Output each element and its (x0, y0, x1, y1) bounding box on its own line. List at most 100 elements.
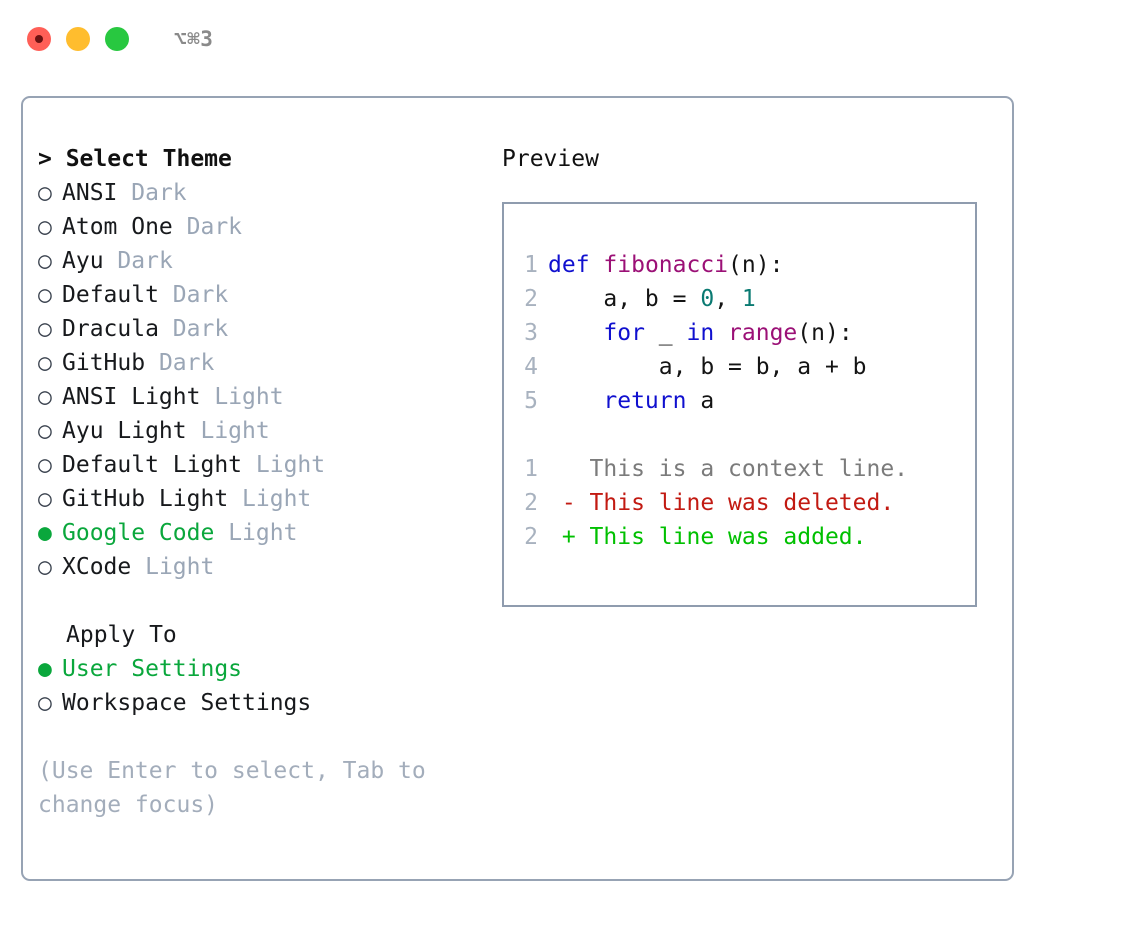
code-token-fn: fibonacci (603, 252, 729, 278)
theme-option-ansi-light[interactable]: ○ ANSI Light Light (38, 380, 508, 414)
radio-unselected-icon: ○ (38, 418, 52, 444)
line-number: 3 (524, 320, 538, 346)
code-line-text: for _ in range(n): (548, 316, 853, 350)
apply-to-option-name: User Settings (62, 656, 243, 682)
code-line-text: a, b = 0, 1 (548, 282, 756, 316)
spacer (159, 312, 173, 346)
main-panel: > Select Theme ○ANSI Dark○Atom One Dark○… (21, 96, 1014, 881)
code-token-kw: in (686, 320, 715, 346)
line-number: 2 (524, 490, 538, 516)
theme-option-name: Google Code (62, 520, 215, 546)
code-token-pl: (n): (797, 320, 853, 346)
preview-header: Preview (502, 146, 599, 172)
radio-unselected-icon: ○ (38, 384, 52, 410)
line-number: 1 (524, 456, 538, 482)
diff-sign: - (548, 490, 590, 516)
code-line: 2 a, b = 0, 1 (504, 282, 975, 316)
theme-option-default-light[interactable]: ○Default Light Light (38, 448, 508, 482)
diff-block: 1 This is a context line. 2 - This line w… (504, 452, 975, 554)
theme-option-name: ANSI (62, 180, 118, 206)
theme-option-name: GitHub (62, 350, 146, 376)
radio-unselected-icon: ○ (38, 316, 52, 342)
diff-line-text: This line was deleted. (589, 490, 895, 516)
spacer (104, 244, 118, 278)
line-number: 2 (524, 524, 538, 550)
code-line: 5 return a (504, 384, 975, 418)
radio-unselected-icon: ○ (38, 282, 52, 308)
radio-unselected-icon: ○ (38, 486, 52, 512)
theme-option-github-light[interactable]: ○GitHub Light Light (38, 482, 508, 516)
code-diff-separator (504, 418, 975, 452)
apply-to-option-workspace-settings[interactable]: ○Workspace Settings (38, 686, 508, 720)
apply-to-header: Apply To (66, 622, 177, 648)
line-number: 5 (524, 388, 538, 414)
radio-unselected-icon: ○ (38, 554, 52, 580)
theme-selector-column: > Select Theme ○ANSI Dark○Atom One Dark○… (38, 142, 508, 822)
theme-option-name: Dracula (62, 316, 159, 342)
code-token-pl (548, 320, 603, 346)
theme-option-default[interactable]: ○ Default Dark (38, 278, 508, 312)
code-token-pl: a (686, 388, 715, 414)
theme-option-name: Default (62, 282, 159, 308)
window-titlebar: ⌥⌘3 (0, 0, 1140, 78)
theme-option-tag: Dark (158, 350, 215, 376)
radio-selected-icon: ● (38, 656, 52, 682)
theme-option-tag: Dark (172, 282, 229, 308)
radio-selected-icon: ● (38, 520, 52, 546)
code-line: 3 for _ in range(n): (504, 316, 975, 350)
list-spacer (38, 584, 508, 618)
theme-option-dracula[interactable]: ○ Dracula Dark (38, 312, 508, 346)
spacer (187, 414, 201, 448)
theme-option-name: ANSI Light (62, 384, 201, 410)
spacer (173, 210, 187, 244)
diff-sign: + (548, 524, 590, 550)
code-token-kw: def (548, 252, 590, 278)
radio-unselected-icon: ○ (38, 690, 52, 716)
code-token-num: 1 (741, 286, 756, 312)
theme-option-tag: Light (200, 418, 270, 444)
apply-to-option-user-settings[interactable]: ● User Settings (38, 652, 508, 686)
theme-option-ayu-light[interactable]: ○Ayu Light Light (38, 414, 508, 448)
code-token-pl: , (714, 286, 742, 312)
spacer (242, 448, 256, 482)
close-dot-icon[interactable] (27, 27, 51, 51)
spacer (131, 550, 145, 584)
theme-option-tag: Light (214, 384, 284, 410)
diff-line-add: 2 + This line was added. (504, 520, 975, 554)
radio-unselected-icon: ○ (38, 248, 52, 274)
line-number: 4 (524, 354, 538, 380)
theme-option-ayu[interactable]: ○Ayu Dark (38, 244, 508, 278)
spacer (200, 380, 214, 414)
code-line-text: def fibonacci(n): (548, 248, 783, 282)
theme-option-tag: Light (145, 554, 215, 580)
window-shortcut-label: ⌥⌘3 (174, 27, 214, 51)
keyboard-hint-text: (Use Enter to select, Tab to change focu… (38, 758, 426, 818)
theme-option-tag: Light (255, 452, 326, 478)
theme-option-xcode[interactable]: ○XCode Light (38, 550, 508, 584)
theme-option-tag: Dark (117, 248, 173, 274)
theme-option-github[interactable]: ○GitHub Dark (38, 346, 508, 380)
code-line: 4 a, b = b, a + b (504, 350, 975, 384)
code-line-text: return a (548, 384, 714, 418)
code-token-pl (714, 320, 728, 346)
traffic-lights (27, 27, 129, 51)
diff-line-text: This is a context line. (589, 456, 909, 482)
minimize-dot-icon[interactable] (66, 27, 90, 51)
spacer (117, 176, 131, 210)
code-token-pl: _ (644, 320, 687, 346)
zoom-dot-icon[interactable] (105, 27, 129, 51)
theme-option-atom-one[interactable]: ○Atom One Dark (38, 210, 508, 244)
theme-option-tag: Dark (186, 214, 243, 240)
theme-option-ansi[interactable]: ○ANSI Dark (38, 176, 508, 210)
spacer (145, 346, 159, 380)
code-token-pl: (n): (728, 252, 784, 278)
theme-option-google-code[interactable]: ●Google Code Light (38, 516, 508, 550)
theme-option-tag: Dark (172, 316, 229, 342)
spacer (214, 516, 228, 550)
diff-line-del: 2 - This line was deleted. (504, 486, 975, 520)
